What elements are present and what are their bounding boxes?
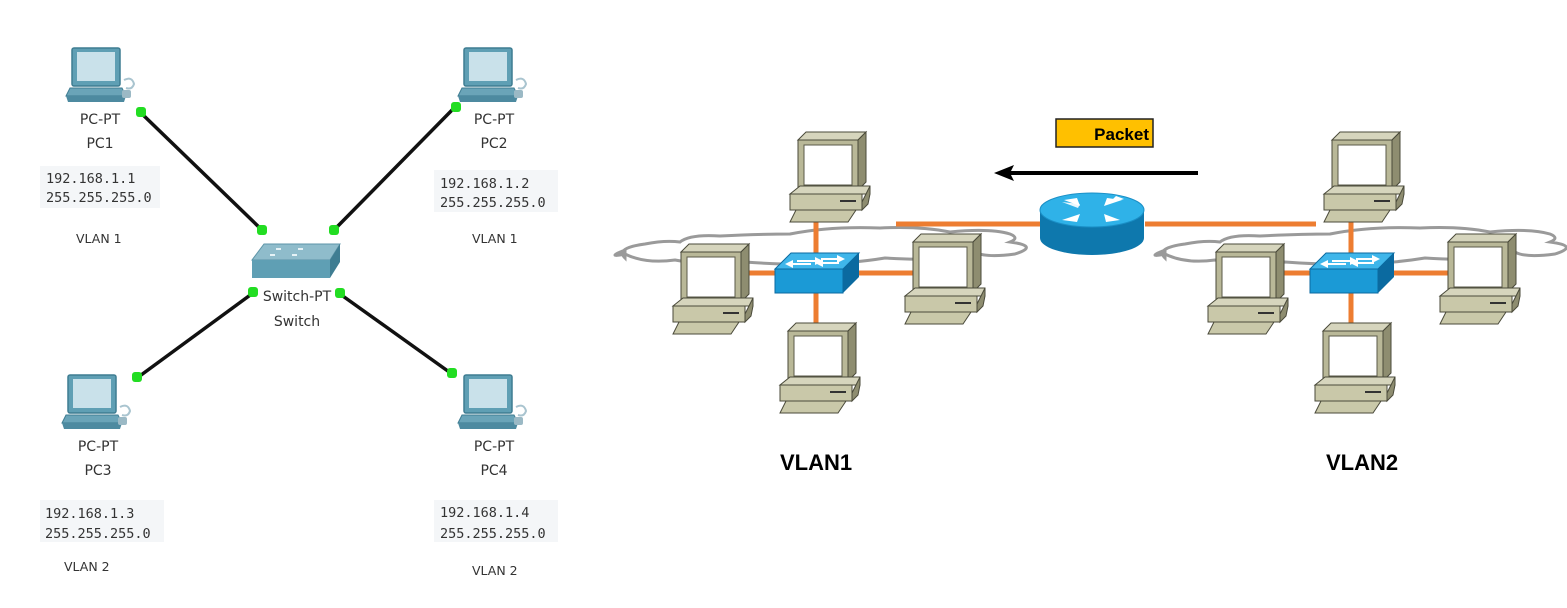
link-lights xyxy=(132,102,461,382)
pc1-mask: 255.255.255.0 xyxy=(46,190,152,206)
pc3-model-label: PC-PT xyxy=(78,439,119,455)
pc3-device[interactable]: PC-PT PC3 192.168.1.3 255.255.255.0 VLAN… xyxy=(40,374,164,574)
vlan1-pc-bottom[interactable] xyxy=(779,322,861,414)
pc3-ip: 192.168.1.3 xyxy=(45,506,134,522)
pc1-model-label: PC-PT xyxy=(80,112,121,128)
vlan2-pc-top[interactable] xyxy=(1323,131,1405,223)
link-light xyxy=(248,287,258,297)
pc1-ip: 192.168.1.1 xyxy=(46,171,135,187)
cable-pc2-switch xyxy=(332,104,458,232)
link-light xyxy=(447,368,457,378)
switch-name-label: Switch xyxy=(274,314,320,330)
pc4-ip-box xyxy=(434,500,558,542)
router[interactable] xyxy=(1039,192,1145,255)
switch-model-label: Switch-PT xyxy=(263,289,332,305)
pc1-name-label: PC1 xyxy=(86,136,113,152)
pc4-device[interactable]: PC-PT PC4 192.168.1.4 255.255.255.0 VLAN… xyxy=(434,374,558,578)
pc1-ip-box xyxy=(40,166,160,208)
pc2-device[interactable]: PC-PT PC2 192.168.1.2 255.255.255.0 VLAN… xyxy=(434,47,558,246)
pc4-model-label: PC-PT xyxy=(474,439,515,455)
pc1-vlan: VLAN 1 xyxy=(76,231,122,246)
pc4-name-label: PC4 xyxy=(480,463,507,479)
vlan2-switch[interactable] xyxy=(1309,252,1395,294)
link-light xyxy=(257,225,267,235)
pc2-model-label: PC-PT xyxy=(474,112,515,128)
pc2-ip-box xyxy=(434,170,558,212)
vlan1-switch[interactable] xyxy=(774,252,860,294)
pc3-vlan: VLAN 2 xyxy=(64,559,110,574)
vlan2-pc-right[interactable] xyxy=(1439,233,1521,325)
link-light xyxy=(335,288,345,298)
router-arrows-icon xyxy=(1062,196,1124,222)
link-light xyxy=(451,102,461,112)
vlan2-pc-left[interactable] xyxy=(1207,243,1289,335)
pc2-mask: 255.255.255.0 xyxy=(440,195,546,211)
pc3-name-label: PC3 xyxy=(84,463,111,479)
pc4-mask: 255.255.255.0 xyxy=(440,526,546,542)
cable-pc4-switch xyxy=(338,292,454,376)
switch-device[interactable]: Switch-PT Switch xyxy=(251,243,341,330)
packet-arrow-head-icon xyxy=(994,165,1014,181)
pc2-vlan: VLAN 1 xyxy=(472,231,518,246)
pc1-device[interactable]: PC-PT PC1 192.168.1.1 255.255.255.0 VLAN… xyxy=(40,47,160,246)
link-light xyxy=(329,225,339,235)
vlan-routing-diagram: Packet VLAN1 VLAN2 xyxy=(613,118,1567,475)
vlan1-pc-left[interactable] xyxy=(672,243,754,335)
packet-indicator: Packet xyxy=(994,118,1198,181)
pc4-ip: 192.168.1.4 xyxy=(440,505,529,521)
vlan2-label: VLAN2 xyxy=(1326,450,1398,475)
cable-pc1-switch xyxy=(138,110,264,232)
vlan1-pc-top[interactable] xyxy=(789,131,871,223)
pc4-vlan: VLAN 2 xyxy=(472,563,518,578)
vlan1-label: VLAN1 xyxy=(780,450,852,475)
packet-badge xyxy=(1055,118,1154,148)
pc2-name-label: PC2 xyxy=(480,136,507,152)
cable-pc3-switch xyxy=(135,291,255,380)
packet-tracer-topology: Switch-PT Switch PC-PT PC1 192.168.1.1 2… xyxy=(40,47,558,578)
pc3-ip-box xyxy=(40,500,164,542)
pc2-ip: 192.168.1.2 xyxy=(440,176,529,192)
link-light xyxy=(136,107,146,117)
pc3-mask: 255.255.255.0 xyxy=(45,526,151,542)
link-light xyxy=(132,372,142,382)
packet-label: Packet xyxy=(1094,125,1149,144)
vlan2-pc-bottom[interactable] xyxy=(1314,322,1396,414)
vlan1-pc-right[interactable] xyxy=(904,233,986,325)
